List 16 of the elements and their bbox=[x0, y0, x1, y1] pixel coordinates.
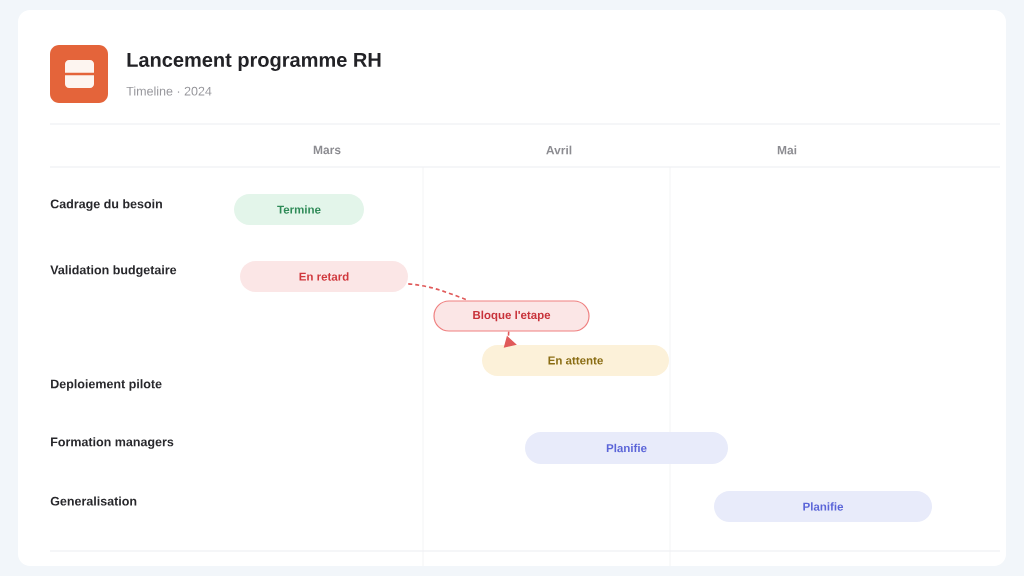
status-bar: Bloque l'etape bbox=[433, 300, 590, 332]
status-bar: En attente bbox=[482, 345, 669, 376]
status-bar: Planifie bbox=[525, 432, 728, 464]
row-label: Deploiement pilote bbox=[51, 379, 162, 391]
month-label: Mai bbox=[777, 145, 797, 155]
row-label: Formation managers bbox=[51, 437, 174, 449]
month-label: Avril bbox=[546, 145, 572, 155]
title: Lancement programme RH bbox=[127, 53, 381, 71]
row-label: Generalisation bbox=[50, 496, 137, 506]
status-bar: Termine bbox=[234, 194, 364, 225]
row-label: Cadrage du besoin bbox=[50, 199, 162, 211]
status-bar: Planifie bbox=[714, 491, 932, 522]
month-label: Mars bbox=[313, 145, 341, 155]
subtitle: Timeline · 2024 bbox=[126, 86, 212, 96]
status-bar: En retard bbox=[240, 261, 408, 292]
row-label: Validation budgetaire bbox=[50, 265, 177, 277]
